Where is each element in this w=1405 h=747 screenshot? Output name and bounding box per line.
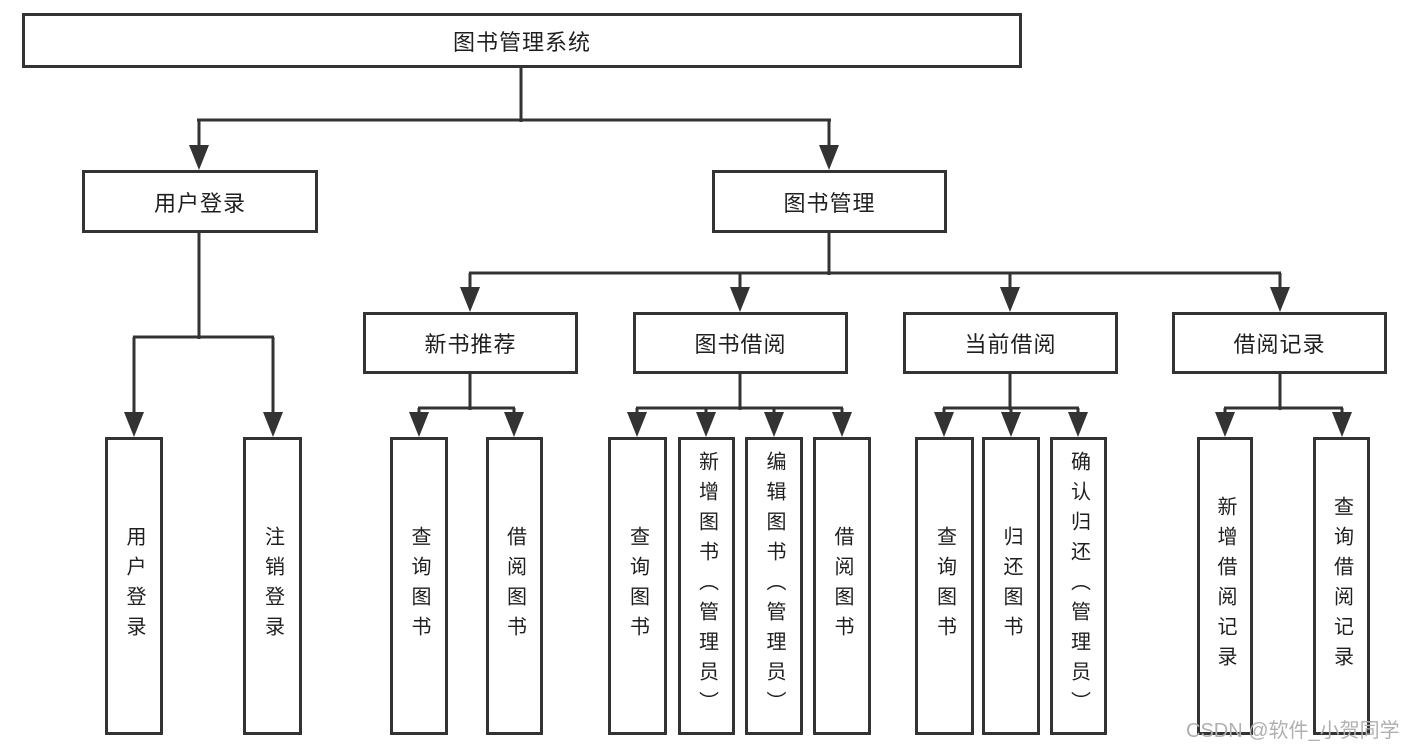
node-current-borrow: 当前借阅: [903, 312, 1118, 374]
arrowhead-down-icon: [189, 145, 209, 170]
arrowhead-down-icon: [1215, 412, 1235, 437]
leaf-logout: 注销登录: [243, 437, 302, 735]
arrowhead-down-icon: [1001, 412, 1021, 437]
leaf-user-login: 用户登录: [105, 437, 163, 735]
arrowhead-down-icon: [730, 287, 750, 312]
arrowhead-down-icon: [696, 412, 716, 437]
connector-path: [132, 68, 1344, 414]
node-label: 归还图书: [1000, 526, 1022, 646]
node-label: 借阅记录: [1233, 332, 1326, 357]
node-label: 新增借阅记录: [1214, 496, 1236, 676]
arrowhead-down-icon: [409, 412, 429, 437]
leaf-return-books: 归还图书: [982, 437, 1040, 735]
arrowhead-down-icon: [504, 412, 524, 437]
leaf-query-books-recommend: 查询图书: [390, 437, 448, 735]
arrowhead-down-icon: [1270, 287, 1290, 312]
arrowhead-down-icon: [1332, 412, 1352, 437]
node-label: 图书管理: [783, 190, 876, 216]
leaf-add-borrow-record: 新增借阅记录: [1197, 437, 1253, 735]
watermark: CSDN @软件_小贺同学: [1186, 720, 1400, 742]
node-label: 新书推荐: [424, 332, 517, 357]
node-label: 图书借阅: [694, 332, 787, 357]
leaf-edit-books-admin: 编辑图书（管理员）: [745, 437, 803, 735]
arrowhead-down-icon: [460, 287, 480, 312]
node-label: 编辑图书（管理员）: [763, 451, 785, 721]
leaf-query-borrow-record: 查询借阅记录: [1313, 437, 1370, 735]
leaf-confirm-return-admin: 确认归还（管理员）: [1050, 437, 1107, 735]
arrowhead-down-icon: [764, 412, 784, 437]
node-label: 查询图书: [626, 526, 649, 646]
node-label: 图书管理系统: [452, 29, 591, 55]
node-label: 新增图书（管理员）: [695, 451, 718, 721]
node-library-management-system: 图书管理系统: [22, 13, 1022, 68]
arrowhead-down-icon: [832, 412, 852, 437]
arrowhead-down-icon: [263, 412, 283, 437]
node-book-borrow: 图书借阅: [633, 312, 848, 374]
node-label: 当前借阅: [964, 332, 1057, 357]
leaf-add-books-admin: 新增图书（管理员）: [678, 437, 735, 735]
arrowhead-down-icon: [819, 145, 839, 170]
arrowhead-down-icon: [124, 412, 144, 437]
arrowhead-down-icon: [934, 412, 954, 437]
node-label: 查询借阅记录: [1330, 496, 1353, 676]
node-label: 注销登录: [261, 526, 284, 646]
leaf-borrow-books-recommend: 借阅图书: [486, 437, 543, 735]
node-label: 查询图书: [408, 526, 430, 646]
arrowhead-down-icon: [627, 412, 647, 437]
arrowhead-down-icon: [1068, 412, 1088, 437]
node-label: 借阅图书: [503, 526, 526, 646]
arrowhead-down-icon: [1000, 287, 1020, 312]
node-label: 用户登录: [123, 526, 145, 646]
node-label: 确认归还（管理员）: [1067, 451, 1090, 721]
node-borrow-records: 借阅记录: [1172, 312, 1387, 374]
leaf-query-books-borrow: 查询图书: [608, 437, 667, 735]
leaf-query-books-current: 查询图书: [915, 437, 974, 735]
node-new-book-recommend: 新书推荐: [363, 312, 578, 374]
node-user-login: 用户登录: [82, 170, 318, 233]
node-book-management: 图书管理: [712, 170, 947, 233]
node-label: 查询图书: [933, 526, 956, 646]
arrowheads: [124, 145, 1352, 437]
node-label: 借阅图书: [831, 526, 853, 646]
node-label: 用户登录: [153, 190, 246, 216]
leaf-borrow-books: 借阅图书: [813, 437, 871, 735]
